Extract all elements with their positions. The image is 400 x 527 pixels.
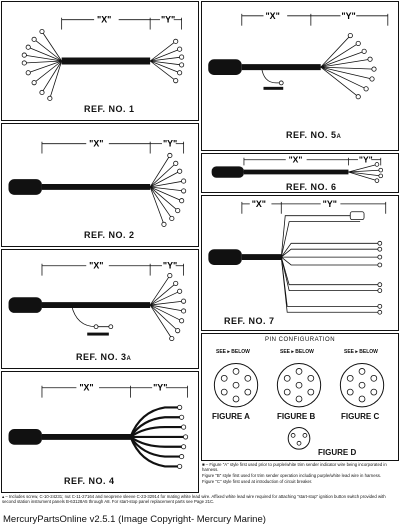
- dim-y-label: "Y": [161, 15, 175, 25]
- ref-label-7: REF. NO. 7: [224, 316, 275, 326]
- ref-label-5-marker: A: [336, 134, 342, 140]
- panel-ref-2: "X" "Y" REF. NO. 2: [1, 123, 199, 247]
- dim-x-label: "X": [252, 199, 266, 209]
- see-below-a: SEE ▸ BELOW: [216, 349, 250, 355]
- harness-ref-7-diagram: "X" "Y": [208, 199, 387, 315]
- ref-label-4: REF. NO. 4: [64, 476, 115, 486]
- harness-ref-6-diagram: "X" "Y": [211, 155, 384, 183]
- dim-x-label: "X": [89, 139, 103, 149]
- dim-x-label: "X": [265, 11, 279, 21]
- note-figure-c: Figure "C" style first used at introduct…: [202, 478, 313, 484]
- panel-ref-4: "X" "Y" REF. NO. 4: [1, 371, 199, 493]
- see-below-b: SEE ▸ BELOW: [280, 349, 314, 355]
- harness-ref-4-diagram: "X" "Y": [8, 383, 189, 469]
- ref-label-3-text: REF. NO. 3: [76, 352, 127, 362]
- ref-label-2: REF. NO. 2: [84, 230, 135, 240]
- harness-ref-5-diagram: "X" "Y": [208, 11, 389, 100]
- figure-b-label: FIGURE B: [277, 412, 316, 421]
- panel-ref-6: "X" "Y" REF. NO. 6: [201, 153, 399, 193]
- pin-configuration-diagram: [213, 363, 385, 450]
- harness-ref-1-diagram: "X" "Y": [21, 15, 185, 101]
- note-figure-a: ■ – Figure "A" style first used prior to…: [202, 462, 387, 473]
- harness-ref-2-diagram: "X" "Y": [8, 139, 187, 227]
- footnote: ▴ – Includes screw, C-10-24231; nut C-11…: [2, 494, 386, 505]
- ref-label-5: REF. NO. 5A: [286, 130, 341, 140]
- ref-label-3-marker: A: [126, 356, 132, 362]
- dim-x-label: "X": [97, 15, 111, 25]
- figure-a-label: FIGURE A: [212, 412, 250, 421]
- dim-y-label: "Y": [163, 261, 177, 271]
- panel-ref-5: "X" "Y" REF. NO. 5A: [201, 1, 399, 151]
- panel-pin-configuration: PIN CONFIGURATION SEE ▸ BELOW SEE ▸ BELO…: [201, 333, 399, 461]
- figure-d-label: FIGURE D: [318, 448, 357, 457]
- figure-notes: ■ – Figure "A" style first used prior to…: [202, 462, 398, 485]
- dim-y-label: "Y": [323, 199, 337, 209]
- panel-ref-7: "X" "Y" REF. NO. 7: [201, 195, 399, 331]
- figure-c-label: FIGURE C: [341, 412, 380, 421]
- dim-x-label: "X": [89, 261, 103, 271]
- ref-label-6: REF. NO. 6: [286, 182, 337, 192]
- dim-y-label: "Y": [359, 155, 373, 165]
- dim-y-label: "Y": [341, 11, 355, 21]
- ref-label-5-text: REF. NO. 5: [286, 130, 337, 140]
- pin-configuration-title: PIN CONFIGURATION: [264, 337, 336, 343]
- dim-y-label: "Y": [163, 139, 177, 149]
- dim-x-label: "X": [289, 155, 303, 165]
- harness-ref-3-diagram: "X" "Y": [8, 261, 187, 342]
- see-below-c: SEE ▸ BELOW: [344, 349, 378, 355]
- panel-ref-1: "X" "Y" REF. NO. 1: [1, 1, 199, 121]
- dim-y-label: "Y": [153, 383, 167, 393]
- dim-x-label: "X": [79, 383, 93, 393]
- ref-label-1: REF. NO. 1: [84, 104, 135, 114]
- copyright-bar: MercuryPartsOnline v2.5.1 (Image Copyrig…: [0, 512, 400, 527]
- panel-ref-3: "X" "Y" REF. NO. 3A: [1, 249, 199, 369]
- ref-label-3: REF. NO. 3A: [76, 352, 131, 362]
- note-figure-b: Figure "B" style first used for trim sen…: [202, 473, 382, 479]
